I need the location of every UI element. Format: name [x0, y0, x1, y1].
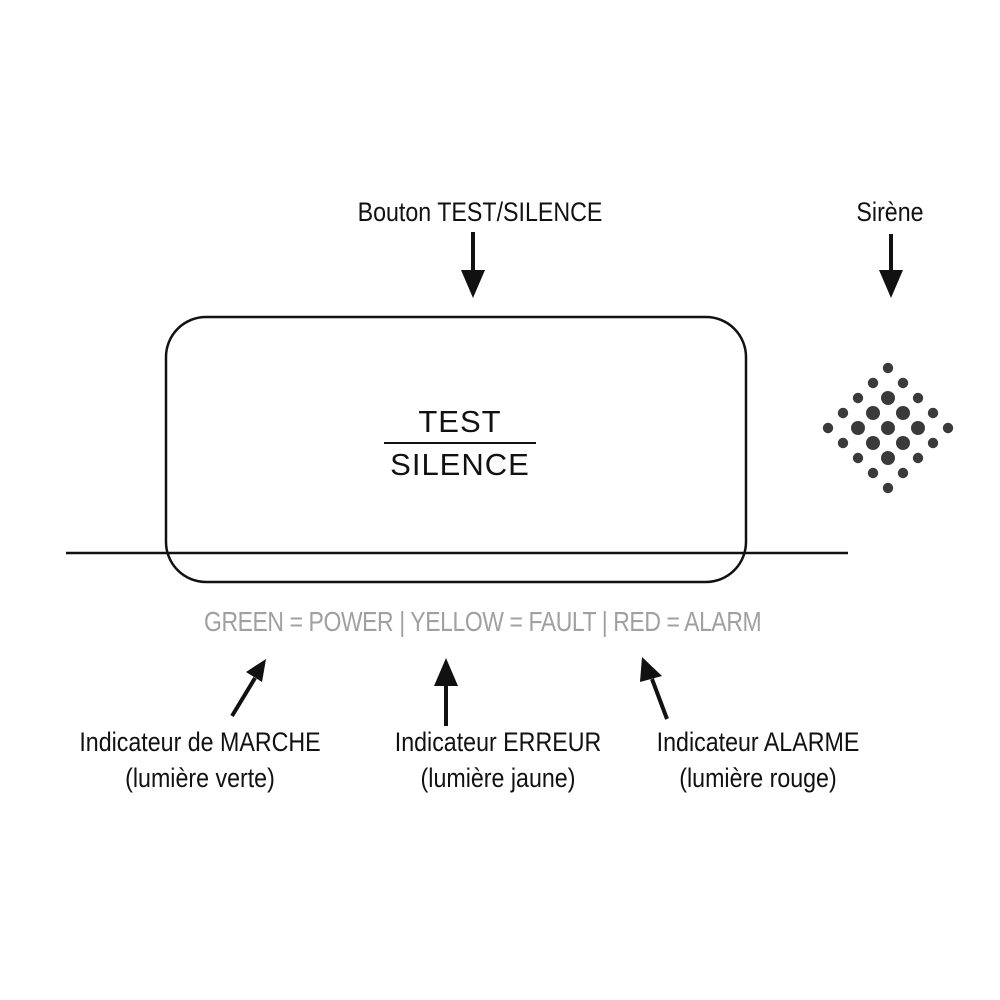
alarm-indicator-subtitle: (lumière rouge)	[679, 763, 837, 793]
siren-dot	[927, 407, 939, 419]
siren-dot	[867, 377, 879, 389]
siren-dot	[881, 391, 895, 405]
alarm-indicator-title: Indicateur ALARME	[656, 727, 860, 757]
siren-dot	[897, 467, 909, 479]
fault-indicator-arrow	[434, 658, 458, 726]
power-indicator-subtitle: (lumière verte)	[125, 763, 275, 793]
button-label-silence: SILENCE	[390, 447, 530, 482]
fault-indicator-subtitle: (lumière jaune)	[420, 763, 576, 793]
siren-dot	[927, 437, 939, 449]
siren-dot	[912, 392, 924, 404]
siren-dot	[852, 452, 864, 464]
siren-dot	[897, 377, 909, 389]
siren-callout-label: Sirène	[813, 194, 968, 230]
power-indicator-arrow	[230, 659, 266, 718]
button-label-divider	[384, 442, 536, 444]
siren-dot	[881, 451, 895, 465]
siren-dot	[896, 436, 910, 450]
siren-dot	[942, 422, 954, 434]
siren-dot	[837, 437, 849, 449]
siren-dot	[911, 421, 925, 435]
test-silence-button-outline	[164, 315, 748, 584]
power-indicator-title: Indicateur de MARCHE	[79, 727, 321, 757]
siren-dot	[912, 452, 924, 464]
power-indicator-callout: Indicateur de MARCHE (lumière verte)	[45, 724, 355, 796]
button-arrow	[461, 232, 485, 298]
test-silence-button[interactable]: TEST SILENCE	[360, 402, 560, 486]
fault-indicator-callout: Indicateur ERREUR (lumière jaune)	[343, 724, 653, 796]
button-callout-label: Bouton TEST/SILENCE	[299, 194, 660, 230]
siren-callout-text: Sirène	[856, 197, 924, 227]
siren-dot	[881, 421, 895, 435]
siren-dot	[882, 482, 894, 494]
siren-dot	[837, 407, 849, 419]
siren-dot	[867, 467, 879, 479]
siren-dot	[822, 422, 834, 434]
button-label-test: TEST	[418, 404, 502, 439]
siren-dot	[882, 362, 894, 374]
siren-dot	[851, 421, 865, 435]
indicator-legend: GREEN = POWER | YELLOW = FAULT | RED = A…	[204, 606, 762, 637]
siren-dot	[896, 406, 910, 420]
siren-grille	[822, 362, 954, 494]
siren-dot	[866, 436, 880, 450]
siren-dot	[866, 406, 880, 420]
siren-arrow	[879, 234, 903, 298]
fault-indicator-title: Indicateur ERREUR	[394, 727, 602, 757]
siren-dot	[852, 392, 864, 404]
alarm-indicator-callout: Indicateur ALARME (lumière rouge)	[603, 724, 913, 796]
button-callout-text: Bouton TEST/SILENCE	[357, 197, 603, 227]
alarm-indicator-arrow	[640, 657, 669, 720]
